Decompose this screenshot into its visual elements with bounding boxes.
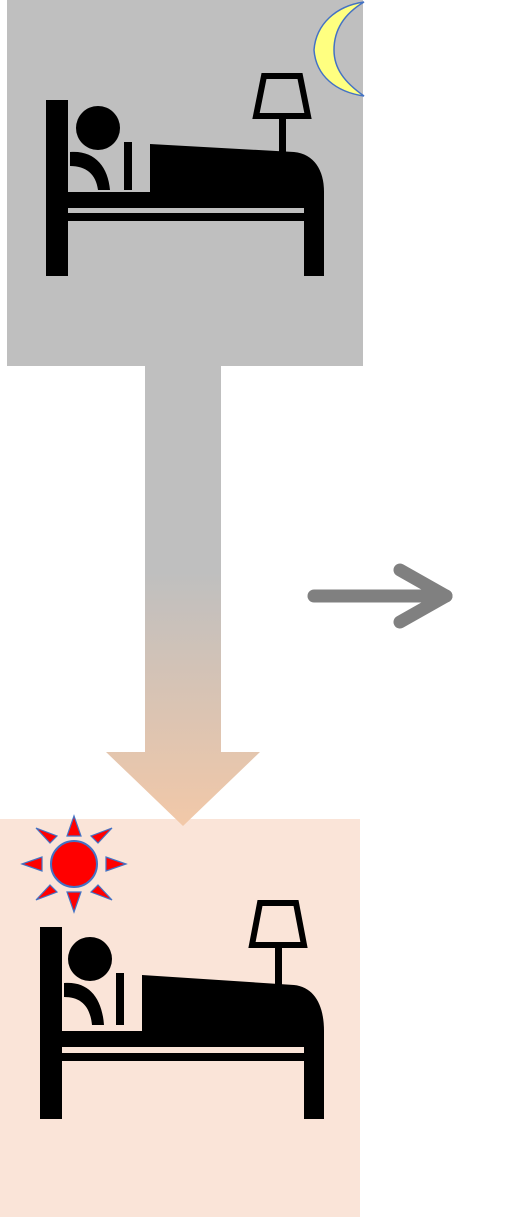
moon-icon [313, 1, 365, 97]
bed-icon [46, 73, 324, 276]
transition-arrow [106, 366, 260, 826]
next-arrow-icon [307, 563, 453, 629]
bed-icon [40, 900, 324, 1119]
sun-icon [20, 814, 128, 914]
